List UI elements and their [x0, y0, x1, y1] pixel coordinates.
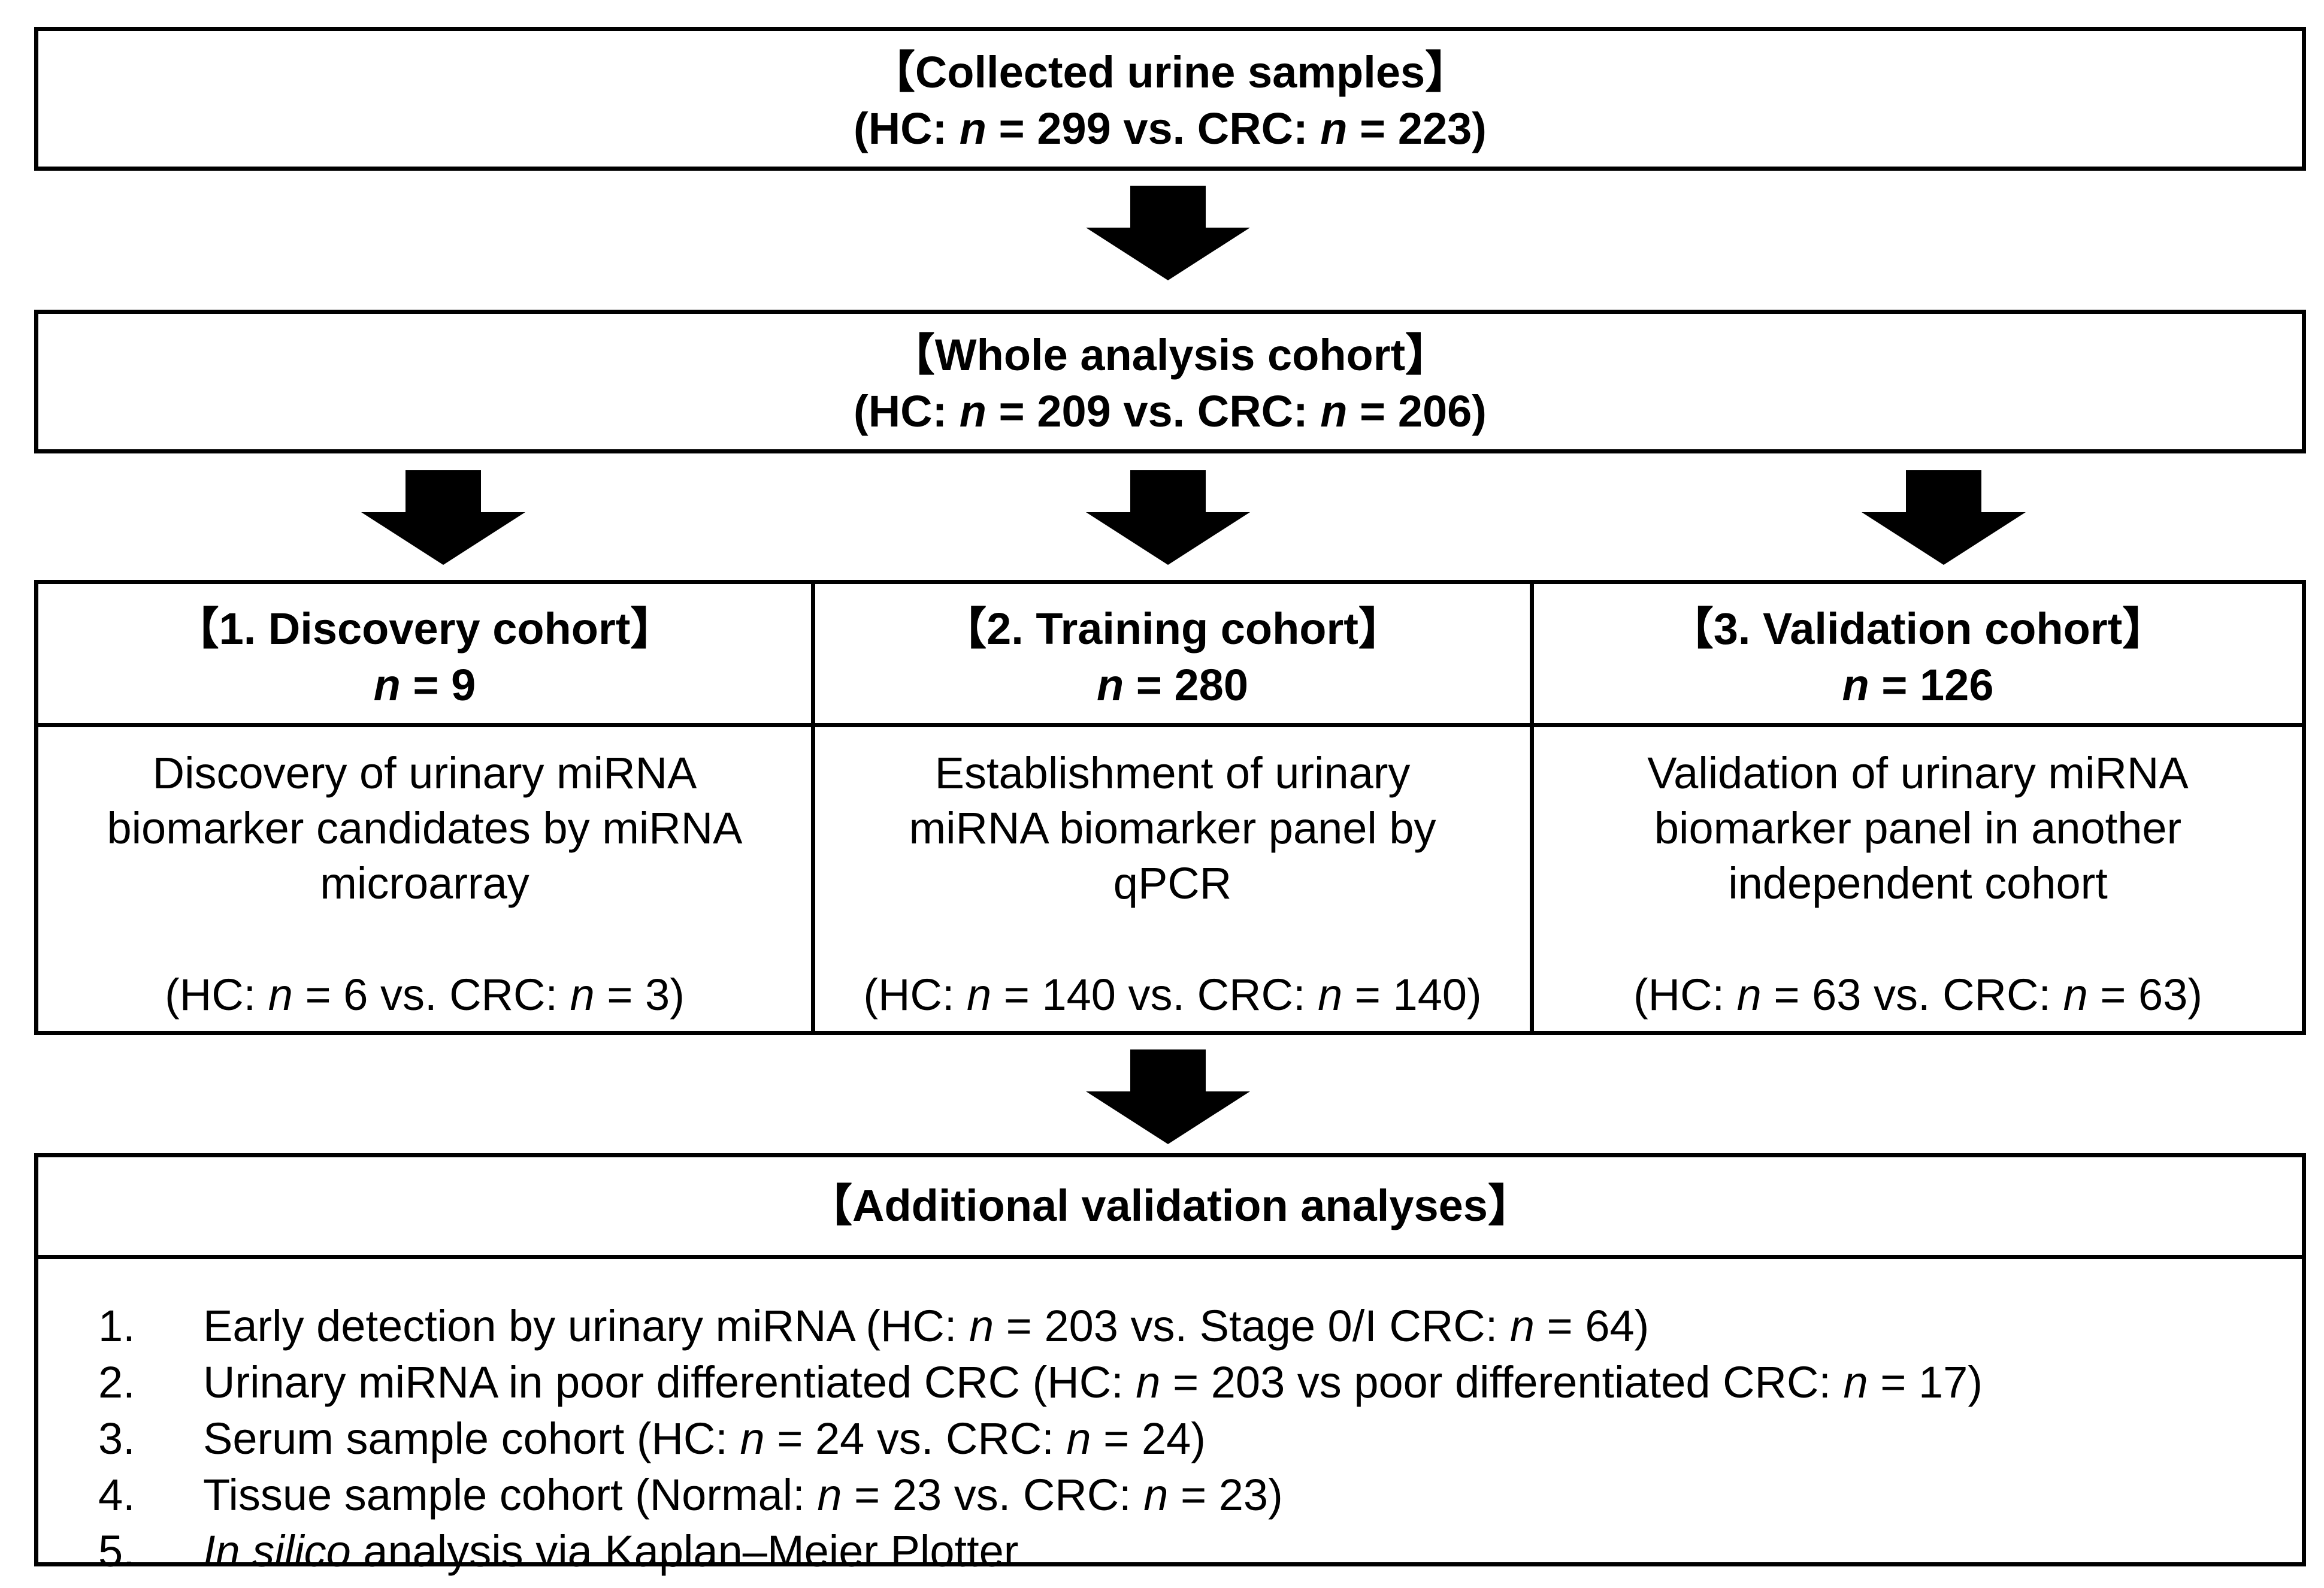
collected-samples-box: 【Collected urine samples】 (HC: n = 299 v… — [34, 27, 2306, 171]
discovery-cohort-counts: (HC: n = 6 vs. CRC: n = 3) — [165, 970, 685, 1020]
training-cohort-column: 【2. Training cohort】 n = 280 Establishme… — [815, 584, 1530, 1031]
down-arrow-icon — [1862, 470, 2026, 565]
validation-cohort-title: 【3. Validation cohort】 — [1669, 604, 2167, 654]
validation-cohort-n: n = 126 — [1842, 660, 1994, 710]
table-header-divider — [38, 723, 2302, 727]
down-arrow-icon — [1086, 186, 1250, 280]
list-item: 2. Urinary miRNA in poor differentiated … — [98, 1357, 1983, 1407]
discovery-cohort-description: Discovery of urinary miRNA biomarker can… — [107, 748, 743, 908]
training-cohort-n: n = 280 — [1096, 660, 1248, 710]
discovery-cohort-column: 【1. Discovery cohort】 n = 9 Discovery of… — [38, 584, 811, 1031]
column-divider — [1530, 584, 1534, 1031]
whole-cohort-box: 【Whole analysis cohort】 (HC: n = 209 vs.… — [34, 310, 2306, 453]
collected-samples-title: 【Collected urine samples】 — [870, 47, 1470, 97]
additional-header-divider — [38, 1255, 2302, 1259]
down-arrow-icon — [361, 470, 525, 565]
collected-samples-counts: (HC: n = 299 vs. CRC: n = 223) — [854, 104, 1487, 153]
whole-cohort-counts: (HC: n = 209 vs. CRC: n = 206) — [854, 386, 1487, 436]
training-cohort-counts: (HC: n = 140 vs. CRC: n = 140) — [863, 970, 1482, 1020]
whole-cohort-title: 【Whole analysis cohort】 — [890, 330, 1450, 380]
validation-cohort-description: Validation of urinary miRNA biomarker pa… — [1647, 748, 2189, 908]
discovery-cohort-title: 【1. Discovery cohort】 — [174, 604, 675, 654]
list-item: 1. Early detection by urinary miRNA (HC:… — [98, 1301, 1650, 1351]
additional-analyses-box: 【Additional validation analyses】 1. Earl… — [34, 1153, 2306, 1576]
list-item: 3. Serum sample cohort (HC: n = 24 vs. C… — [98, 1414, 1206, 1463]
list-item: 4. Tissue sample cohort (Normal: n = 23 … — [98, 1470, 1283, 1520]
training-cohort-description: Establishment of urinary miRNA biomarker… — [909, 748, 1436, 908]
additional-analyses-list: 1. Early detection by urinary miRNA (HC:… — [62, 1298, 2290, 1580]
additional-analyses-title: 【Additional validation analyses】 — [808, 1181, 1532, 1230]
cohorts-table: 【1. Discovery cohort】 n = 9 Discovery of… — [34, 580, 2306, 1035]
training-cohort-title: 【2. Training cohort】 — [942, 604, 1403, 654]
down-arrow-icon — [1086, 1049, 1250, 1144]
list-item: 5. In silico analysis via Kaplan–Meier P… — [98, 1526, 1019, 1576]
validation-cohort-column: 【3. Validation cohort】 n = 126 Validatio… — [1534, 584, 2302, 1031]
discovery-cohort-n: n = 9 — [373, 660, 476, 710]
down-arrow-icon — [1086, 470, 1250, 565]
validation-cohort-counts: (HC: n = 63 vs. CRC: n = 63) — [1633, 970, 2203, 1020]
column-divider — [811, 584, 815, 1031]
